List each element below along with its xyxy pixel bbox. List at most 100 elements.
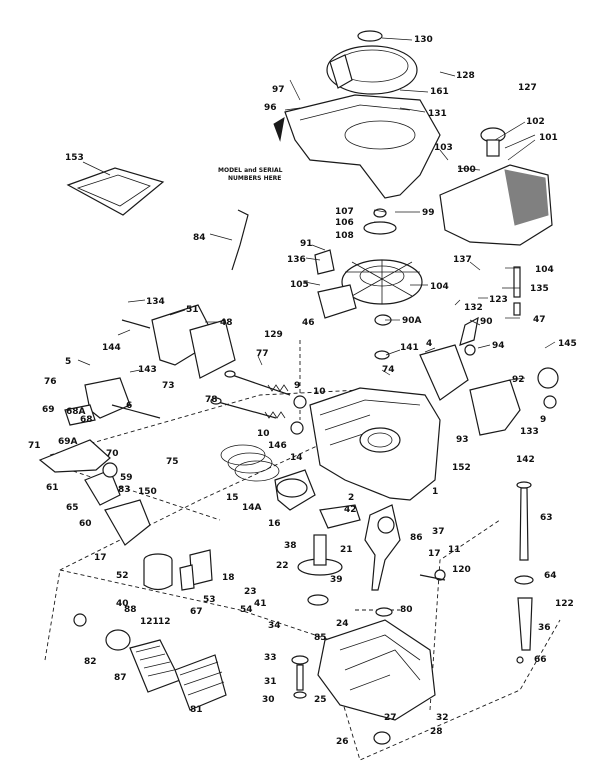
part-label-4: 141: [400, 343, 419, 353]
part-label-93: 9: [540, 415, 546, 425]
part-label-32: 32: [436, 713, 449, 723]
part-label-64: 64: [544, 571, 557, 581]
part-label-63: 63: [540, 513, 553, 523]
part-label-69A: 69A: [58, 437, 78, 447]
part-label-39: 23: [244, 587, 257, 597]
part-label-26: 26: [336, 737, 349, 747]
part-label-92: 92: [512, 375, 525, 385]
part-number-labels: 130 128 127 97 161 96 131 102 101 153 10…: [28, 35, 577, 747]
flywheel: [341, 208, 423, 305]
air-filter-pad: [66, 167, 165, 216]
part-label-104-lower: 47: [533, 315, 546, 325]
part-label-33: 33: [264, 653, 277, 663]
part-label-76: 76: [44, 377, 57, 387]
part-label-9-lower: 10: [257, 429, 270, 439]
part-label-99: 99: [422, 208, 435, 218]
part-label-6: 78: [205, 395, 218, 405]
part-label-10-lower: 146: [268, 441, 287, 451]
part-label-71: 71: [28, 441, 41, 451]
part-label-103: 103: [434, 143, 453, 153]
part-label-41: 41: [254, 599, 267, 609]
cam-gear: [297, 534, 343, 606]
part-label-135: 105: [290, 280, 309, 290]
part-label-2: 2: [348, 493, 354, 503]
part-label-153: 153: [65, 153, 84, 163]
part-label-146: 93: [456, 435, 469, 445]
muffler: [73, 613, 227, 711]
part-label-91: 91: [300, 239, 313, 249]
part-label-21: 38: [284, 541, 297, 551]
part-label-82: 82: [84, 657, 97, 667]
part-label-60: 60: [79, 519, 92, 529]
ignition-module: [314, 249, 357, 319]
part-label-11: 17: [428, 549, 441, 559]
part-label-84: 84: [193, 233, 206, 243]
part-label-28: 28: [430, 727, 443, 737]
part-label-104-upper: 104: [535, 265, 554, 275]
part-label-61: 61: [46, 483, 59, 493]
valves: [210, 370, 307, 435]
part-label-69: 69: [42, 405, 55, 415]
fuel-tank: [439, 127, 553, 246]
part-label-65: 65: [66, 503, 79, 513]
blower-housing: [273, 94, 441, 199]
part-label-51: 134: [146, 297, 165, 307]
part-label-73: 73: [162, 381, 175, 391]
part-label-17-left: 21: [340, 545, 353, 555]
part-label-27: 27: [384, 713, 397, 723]
part-label-36: 85: [314, 633, 327, 643]
part-label-54: 67: [190, 607, 203, 617]
part-label-132: 132: [464, 303, 483, 313]
dipstick: [514, 481, 534, 664]
part-label-80: 121: [140, 617, 159, 627]
part-label-37: 37: [432, 527, 445, 537]
part-label-15: 15: [226, 493, 239, 503]
part-label-42: 42: [344, 505, 357, 515]
part-label-34: 34: [268, 621, 281, 631]
part-label-96: 96: [264, 103, 277, 113]
part-label-67: 122: [555, 599, 574, 609]
part-label-90A: 129: [264, 330, 283, 340]
part-label-68A: 68: [80, 415, 93, 425]
piston-assembly: [220, 444, 316, 511]
throttle-bracket: [38, 439, 111, 473]
part-label-24: 24: [336, 619, 349, 629]
part-label-143: 74: [382, 365, 395, 375]
part-label-68: 68A: [66, 407, 86, 417]
part-label-75: 75: [166, 457, 179, 467]
part-label-136: 136: [287, 255, 306, 265]
part-label-85: 36: [538, 623, 551, 633]
part-label-23: 39: [330, 575, 343, 585]
note-line-2: NUMBERS HERE: [228, 175, 281, 182]
carburetor: [64, 377, 131, 426]
part-label-105: 135: [530, 284, 549, 294]
part-label-77: 5: [65, 357, 71, 367]
part-label-145: 94: [492, 341, 505, 351]
part-label-90: 46: [302, 318, 315, 328]
note-line-1: MODEL and SERIAL: [218, 167, 283, 174]
part-label-131: 131: [428, 109, 447, 119]
part-label-40: 54: [240, 605, 253, 615]
part-label-38: 86: [410, 533, 423, 543]
part-label-87: 87: [114, 673, 127, 683]
part-label-108: 108: [335, 231, 354, 241]
part-label-161: 161: [430, 87, 449, 97]
part-label-14A: 14A: [242, 503, 262, 513]
part-label-14: 14: [290, 453, 303, 463]
part-label-81: 81: [190, 705, 203, 715]
intake-elbow: [84, 462, 151, 546]
part-label-18: 120: [452, 565, 471, 575]
part-label-31: 31: [264, 677, 277, 687]
hardware-small: [111, 209, 521, 745]
part-label-48: 144: [102, 343, 121, 353]
part-label-128: 128: [456, 71, 475, 81]
part-label-129: 90A: [402, 316, 422, 326]
crankcase-sump: [291, 619, 436, 721]
part-label-97: 97: [272, 85, 285, 95]
part-label-94: 145: [558, 339, 577, 349]
part-label-5: 77: [256, 349, 269, 359]
part-label-123: 104: [430, 282, 449, 292]
part-label-9-upper: 9: [294, 381, 300, 391]
part-label-78: 6: [126, 401, 132, 411]
